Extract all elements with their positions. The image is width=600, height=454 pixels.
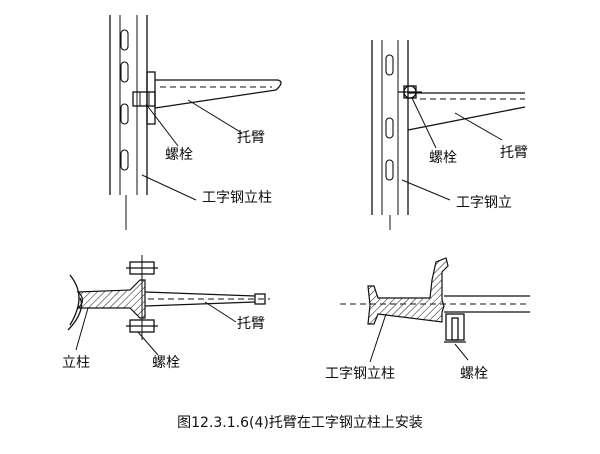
label-bolt-bottom-left: 螺栓: [152, 355, 180, 371]
leader-lines-tl: [141, 99, 243, 201]
top-left-elevation: [109, 15, 282, 230]
bolts-bl: [126, 255, 158, 340]
bolt-tr: [398, 85, 422, 99]
label-column-bottom-left: 立柱: [62, 355, 90, 371]
top-right-elevation: [371, 40, 526, 230]
leader-lines-tr: [401, 97, 503, 201]
column-section-br: [367, 257, 449, 325]
label-column-top-left: 工字钢立柱: [202, 190, 272, 206]
label-column-bottom-right: 工字钢立柱: [325, 366, 395, 382]
label-column-top-right: 工字钢立: [456, 195, 512, 211]
label-bolt-top-right: 螺栓: [429, 150, 457, 166]
bolt-br: [444, 313, 466, 343]
leader-lines-bl: [75, 301, 237, 356]
bolt-tl: [132, 91, 156, 107]
cantilever-arm-tr: [407, 92, 526, 131]
bottom-right-plan: [340, 257, 530, 363]
channel-arm-bl: [144, 291, 270, 307]
label-bolt-top-left: 螺栓: [165, 147, 193, 163]
leader-lines-br: [369, 313, 469, 363]
steel-column-tr: [371, 40, 409, 230]
arm-section-bl: [76, 279, 146, 319]
bottom-left-plan: [67, 255, 270, 356]
steel-column-tl: [109, 15, 148, 230]
label-arm-top-left: 托臂: [237, 130, 265, 146]
label-arm-bottom-left: 托臂: [237, 316, 265, 332]
label-bolt-bottom-right: 螺栓: [460, 366, 488, 382]
channel-arm-br: [340, 295, 530, 313]
label-arm-top-right: 托臂: [500, 145, 528, 161]
figure-caption: 图12.3.1.6(4)托臂在工字钢立柱上安装: [177, 415, 423, 431]
column-flange-bl: [67, 274, 83, 331]
